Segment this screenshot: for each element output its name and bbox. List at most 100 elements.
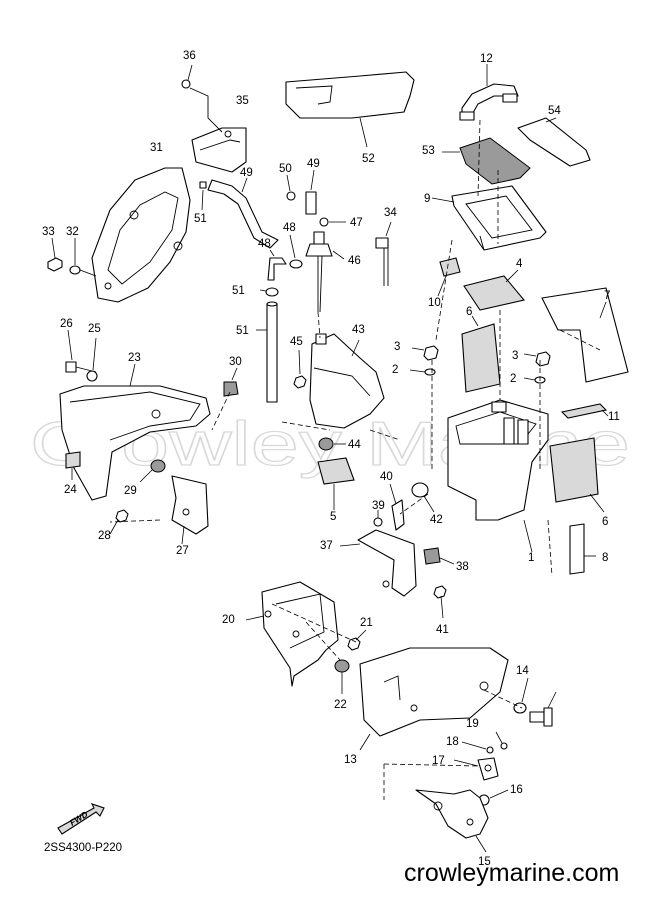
fwd-arrow: FWD bbox=[57, 803, 105, 835]
callout-35: 35 bbox=[236, 95, 249, 107]
callout-44: 44 bbox=[348, 439, 361, 451]
part-54-pad bbox=[442, 137, 531, 185]
callout-2: 2 bbox=[510, 373, 516, 385]
callout-17: 17 bbox=[432, 755, 445, 767]
callout-27: 27 bbox=[176, 545, 189, 557]
part-4-pad bbox=[463, 269, 525, 311]
part-3-bolt-a bbox=[411, 345, 439, 361]
part-45-grommet bbox=[318, 437, 346, 451]
part-10-pad bbox=[437, 257, 461, 297]
callout-12: 12 bbox=[480, 53, 493, 65]
callout-1: 1 bbox=[528, 552, 534, 564]
part-31-grommet bbox=[223, 367, 239, 397]
callout-52: 52 bbox=[362, 153, 375, 165]
part-34-bolt bbox=[47, 237, 63, 272]
callout-36: 36 bbox=[183, 50, 196, 62]
callout-19: 19 bbox=[466, 718, 479, 730]
part-27-bolt bbox=[65, 329, 97, 373]
callout-42: 42 bbox=[430, 514, 443, 526]
part-49-nipple-a bbox=[305, 169, 317, 215]
part-52-hose bbox=[256, 301, 278, 403]
part-7-panel bbox=[541, 287, 629, 383]
callout-49: 49 bbox=[307, 158, 320, 170]
website-label: crowleymarine.com bbox=[404, 859, 619, 887]
callout-4: 4 bbox=[516, 258, 523, 270]
part-47-cock bbox=[305, 231, 345, 313]
part-41-bracket bbox=[389, 483, 405, 531]
callout-37: 37 bbox=[320, 540, 333, 552]
part-8-block bbox=[569, 523, 596, 575]
callout-13: 13 bbox=[344, 754, 357, 766]
callout-3: 3 bbox=[512, 350, 518, 362]
callout-22: 22 bbox=[334, 699, 347, 711]
part-29-screw bbox=[109, 509, 129, 535]
callout-26: 26 bbox=[60, 318, 73, 330]
part-16-bracket bbox=[415, 789, 489, 853]
part-48-clamp-b bbox=[289, 234, 303, 269]
callout-39: 39 bbox=[372, 500, 385, 512]
part-44-tank bbox=[309, 333, 385, 429]
part-6-panel-b bbox=[549, 437, 605, 513]
part-43-clamp bbox=[411, 482, 435, 513]
part-24-cover bbox=[59, 363, 211, 501]
callout-20: 20 bbox=[222, 614, 235, 626]
callout-16: 16 bbox=[510, 784, 523, 796]
part-13-cover bbox=[359, 647, 509, 751]
callout-54: 54 bbox=[548, 105, 561, 117]
drawing-code: 2SS4300-P220 bbox=[44, 842, 122, 854]
part-26-washer bbox=[86, 337, 98, 382]
part-25-label bbox=[65, 451, 81, 480]
part-20-screw bbox=[495, 731, 508, 750]
callout-51: 51 bbox=[194, 213, 207, 225]
part-50-pipe bbox=[207, 177, 279, 249]
part-39-block bbox=[423, 547, 455, 565]
part-19-washer bbox=[461, 741, 494, 754]
part-46-screw bbox=[293, 349, 307, 389]
callout-18: 18 bbox=[446, 736, 459, 748]
callout-40: 40 bbox=[380, 471, 393, 483]
callout-50: 50 bbox=[279, 163, 292, 175]
callout-28: 28 bbox=[98, 530, 111, 542]
callout-2: 2 bbox=[392, 364, 398, 376]
part-2-washer-b bbox=[523, 376, 546, 384]
callout-25: 25 bbox=[88, 323, 101, 335]
callout-51: 51 bbox=[232, 285, 245, 297]
callout-43: 43 bbox=[352, 324, 365, 336]
callout-21: 21 bbox=[360, 617, 373, 629]
part-30-grommet bbox=[139, 459, 166, 483]
part-32-bracket bbox=[91, 167, 191, 303]
callout-6: 6 bbox=[602, 516, 608, 528]
callout-33: 33 bbox=[42, 226, 55, 238]
callout-3: 3 bbox=[394, 341, 400, 353]
part-38-bracket bbox=[339, 529, 417, 597]
part-53-plate bbox=[285, 71, 415, 148]
part-49-nipple-b bbox=[267, 249, 287, 281]
callout-23: 23 bbox=[128, 352, 141, 364]
callout-34: 34 bbox=[384, 207, 397, 219]
callout-51: 51 bbox=[236, 325, 249, 337]
part-55-pad bbox=[517, 117, 591, 167]
part-33-washer bbox=[69, 238, 97, 277]
part-12-handle bbox=[459, 64, 519, 121]
part-42-screw bbox=[433, 585, 447, 619]
part-5-plate bbox=[317, 457, 355, 510]
callout-48: 48 bbox=[258, 238, 271, 250]
part-6-panel-a bbox=[461, 315, 501, 393]
part-35-screw-post bbox=[375, 221, 392, 286]
callout-15: 15 bbox=[478, 856, 491, 868]
part-22-screw bbox=[347, 629, 367, 651]
part-28-bracket bbox=[171, 475, 209, 545]
callout-5: 5 bbox=[330, 511, 336, 523]
part-37-screw bbox=[181, 64, 223, 133]
part-51-clip-a bbox=[199, 181, 207, 211]
callout-32: 32 bbox=[66, 226, 79, 238]
callout-24: 24 bbox=[64, 484, 77, 496]
callout-45: 45 bbox=[290, 336, 303, 348]
callout-29: 29 bbox=[124, 485, 137, 497]
callout-48: 48 bbox=[283, 222, 296, 234]
part-36-cover bbox=[191, 127, 247, 173]
callout-47: 47 bbox=[350, 217, 363, 229]
part-23-grommet bbox=[334, 659, 350, 694]
part-3-bolt-b bbox=[523, 351, 551, 367]
